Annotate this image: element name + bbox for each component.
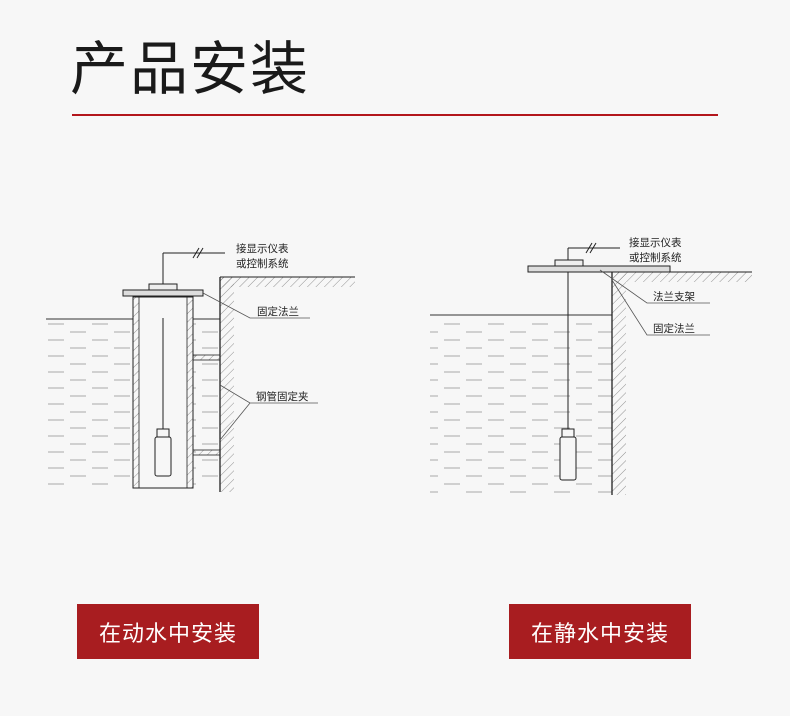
- level-sensor: [559, 436, 577, 481]
- label-flange-bracket: 法兰支架: [653, 290, 695, 303]
- fixed-flange: [554, 259, 584, 267]
- label-control-system: 或控制系统: [236, 257, 289, 270]
- flange-bracket: [527, 265, 671, 273]
- wall-hatch: [220, 277, 234, 492]
- static-water-diagram: 接显示仪表 或控制系统 法兰支架 固定法兰: [430, 236, 752, 495]
- water-body: [430, 318, 612, 495]
- label-fixed-flange: 固定法兰: [653, 322, 695, 335]
- title-divider: [72, 114, 718, 116]
- label-connect-display: 接显示仪表: [236, 242, 289, 255]
- label-fixed-flange: 固定法兰: [257, 305, 299, 318]
- label-pipe-clamp: 钢管固定夹: [256, 390, 309, 403]
- ground-hatch: [612, 272, 752, 282]
- wall-hatch: [612, 272, 626, 495]
- page-title: 产品安装: [70, 35, 311, 103]
- fixed-flange: [122, 289, 204, 297]
- label-connect-display: 接显示仪表: [629, 236, 682, 249]
- ground-hatch: [220, 277, 355, 287]
- level-sensor: [154, 436, 172, 477]
- pipe-clamp: [192, 354, 221, 361]
- static-water-install-button[interactable]: 在静水中安装: [509, 604, 691, 659]
- dynamic-water-install-button[interactable]: 在动水中安装: [77, 604, 259, 659]
- dynamic-water-diagram: 接显示仪表 或控制系统 固定法兰 钢管固定夹: [46, 242, 355, 492]
- pipe-clamp: [192, 449, 221, 456]
- label-control-system: 或控制系统: [629, 251, 682, 264]
